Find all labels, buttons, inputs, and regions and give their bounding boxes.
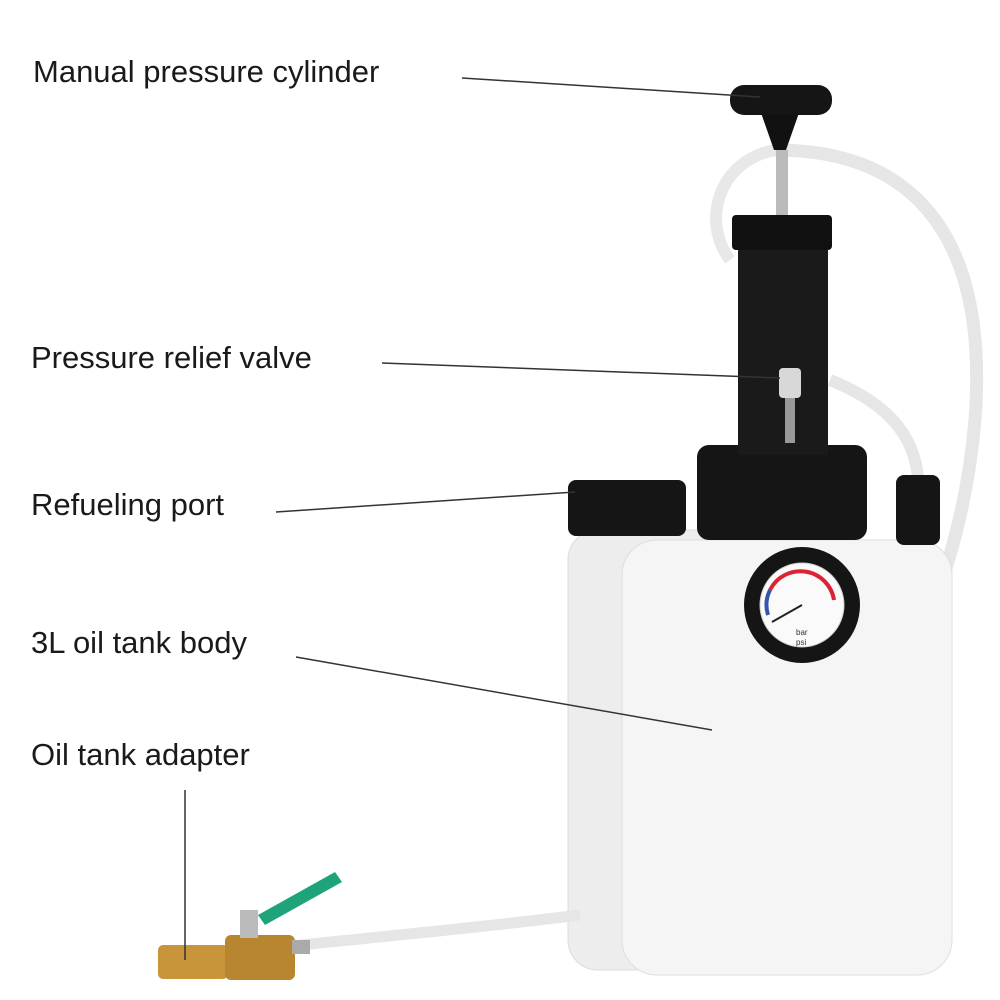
hose-relief — [827, 374, 924, 481]
valve-stem — [240, 910, 258, 938]
hose-right — [774, 143, 983, 603]
hose-top-left — [710, 144, 777, 264]
label-tank-adapter: Oil tank adapter — [31, 737, 250, 772]
refueling-port-cap — [568, 480, 686, 536]
side-port — [896, 475, 940, 545]
leader-line-cylinder — [461, 77, 761, 98]
handle-stem — [760, 110, 800, 150]
pump-handle — [730, 85, 832, 115]
main-collar — [697, 445, 867, 540]
relief-valve — [779, 368, 801, 398]
gauge-red-arc — [768, 569, 836, 601]
label-manual-pressure-cylinder: Manual pressure cylinder — [33, 54, 380, 89]
leader-line-tank — [295, 656, 713, 731]
valve-handle-green — [258, 872, 342, 925]
gauge-needle — [771, 604, 803, 623]
label-tank-body: 3L oil tank body — [31, 625, 248, 660]
leader-line-relief — [381, 362, 781, 379]
pressure-cylinder — [738, 240, 828, 455]
leader-line-refuel — [275, 491, 576, 513]
cylinder-cap — [732, 215, 832, 250]
gauge-unit-bar: bar — [796, 628, 808, 637]
hose-bottom — [299, 909, 581, 951]
ball-valve — [225, 935, 295, 980]
label-refueling-port: Refueling port — [31, 487, 225, 522]
quick-coupler — [158, 945, 228, 979]
pump-rod — [776, 150, 788, 215]
label-pressure-relief-valve: Pressure relief valve — [31, 340, 312, 375]
relief-spring — [785, 398, 795, 443]
hose-clamp — [292, 940, 310, 954]
gauge-blue-arc — [764, 589, 772, 616]
gauge-unit-psi: psi — [796, 638, 806, 647]
